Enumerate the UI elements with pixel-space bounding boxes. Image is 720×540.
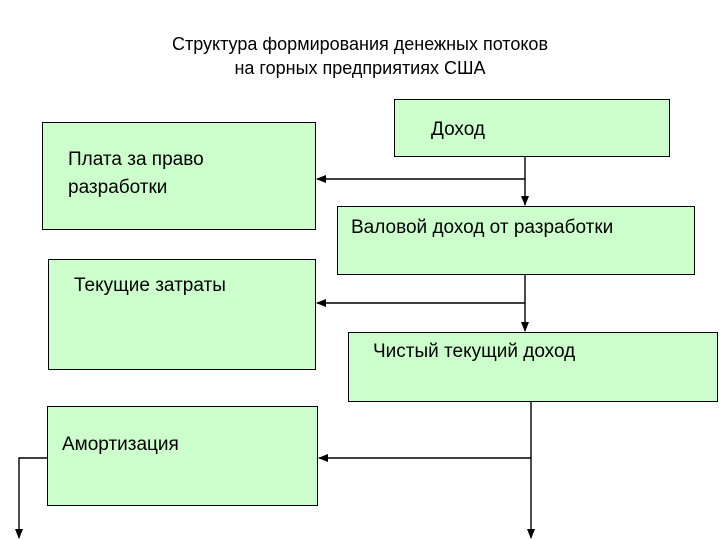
box-amortization-label: Амортизация bbox=[62, 434, 179, 455]
box-royalty: Плата за право разработки bbox=[42, 122, 316, 230]
box-gross-income: Валовой доход от разработки bbox=[337, 206, 695, 275]
box-current-costs: Текущие затраты bbox=[48, 259, 316, 370]
box-net-income: Чистый текущий доход bbox=[348, 332, 718, 402]
diagram-title-line2: на горных предприятиях США bbox=[234, 58, 486, 78]
box-income: Доход bbox=[394, 99, 670, 157]
connector-amortization-out bbox=[15, 457, 47, 539]
box-income-label: Доход bbox=[431, 119, 485, 140]
box-amortization: Амортизация bbox=[47, 406, 318, 506]
box-current-costs-label: Текущие затраты bbox=[74, 275, 226, 296]
diagram-title-line1: Структура формирования денежных потоков bbox=[171, 34, 549, 54]
box-gross-income-label: Валовой доход от разработки bbox=[351, 217, 614, 238]
box-royalty-label-line2: разработки bbox=[68, 177, 168, 198]
box-royalty-label-line1: Плата за право bbox=[68, 149, 204, 170]
box-net-income-label: Чистый текущий доход bbox=[373, 341, 576, 362]
